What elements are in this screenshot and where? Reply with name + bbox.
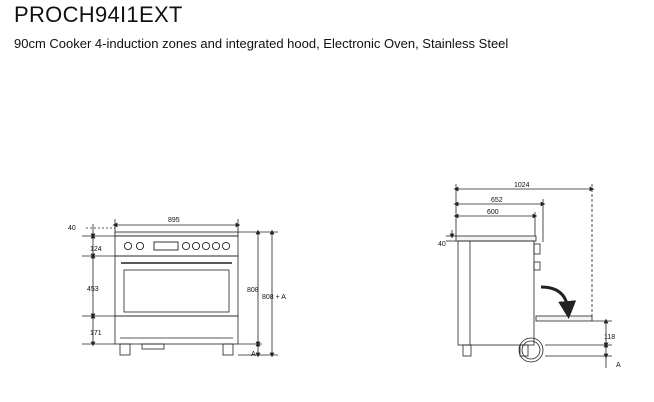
front-view (82, 219, 278, 358)
oven-window (123, 269, 230, 313)
side-foot-front (462, 344, 472, 357)
label-top-offset: 40 (68, 225, 76, 232)
foot-right (222, 343, 234, 356)
control-knobs (123, 241, 231, 251)
label-foot-height: 118 (604, 334, 615, 341)
knob (201, 241, 211, 251)
model-description: 90cm Cooker 4-induction zones and integr… (14, 36, 509, 51)
side-view (446, 184, 612, 368)
label-control-panel: 124 (90, 246, 102, 253)
knob (181, 241, 191, 251)
side-handle-lower (533, 261, 541, 271)
open-door (535, 315, 593, 322)
display-panel (153, 241, 179, 251)
label-oven-door: 453 (87, 286, 99, 293)
label-height: 808 (247, 287, 259, 294)
plinth (141, 343, 165, 350)
label-drawer: 171 (90, 330, 102, 337)
knob (191, 241, 201, 251)
label-total-depth: 1024 (514, 182, 530, 189)
door-swing-arrow (540, 285, 577, 319)
knob (211, 241, 221, 251)
label-height-adjust: 808 + A (262, 294, 286, 301)
model-title: PROCH94I1EXT (14, 2, 183, 27)
label-cabinet-depth: 600 (487, 209, 499, 216)
label-adjust: A (251, 351, 256, 358)
knob (123, 241, 133, 251)
foot-left (119, 343, 131, 356)
label-side-adjust: A (616, 362, 621, 369)
label-side-top-offset: 40 (438, 241, 446, 248)
label-front-width: 895 (168, 217, 180, 224)
rear-foot (519, 344, 529, 357)
label-body-depth: 652 (491, 197, 503, 204)
side-body (457, 240, 535, 346)
oven-door (114, 255, 239, 317)
rear-wheel (518, 337, 544, 363)
knob (135, 241, 145, 251)
knob (221, 241, 231, 251)
side-handle (533, 243, 541, 255)
side-top (455, 235, 537, 242)
storage-drawer (114, 315, 239, 345)
cooker-top (114, 231, 239, 237)
